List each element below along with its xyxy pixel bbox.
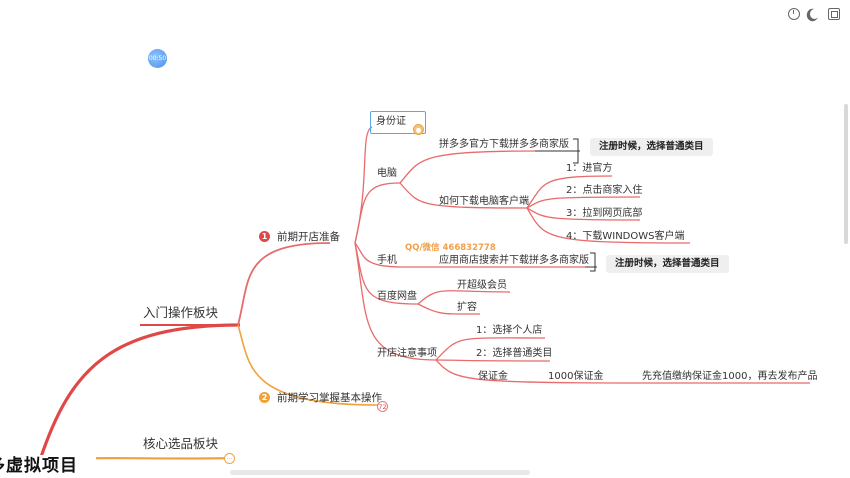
vertical-scrollbar[interactable] bbox=[844, 104, 848, 244]
collapse-learn-button[interactable]: 72 bbox=[377, 401, 388, 412]
note-register-1[interactable]: 注册时候，选择普通类目 bbox=[590, 138, 713, 156]
selected-node-frame bbox=[370, 111, 426, 134]
node-step4[interactable]: 4：下载WINDOWS客户端 bbox=[566, 231, 685, 242]
fullscreen-icon[interactable] bbox=[828, 8, 840, 20]
node-deposit-amount[interactable]: 1000保证金 bbox=[548, 371, 604, 382]
node-shop-notes[interactable]: 开店注意事项 bbox=[377, 348, 437, 359]
node-svip[interactable]: 开超级会员 bbox=[457, 280, 507, 291]
collapse-core-button[interactable]: ··· bbox=[224, 453, 235, 464]
node-computer[interactable]: 电脑 bbox=[377, 168, 397, 179]
watermark-text: QQ/微信 466832778 bbox=[405, 243, 496, 253]
node-step2[interactable]: 2：点击商家入住 bbox=[566, 185, 643, 196]
node-step1[interactable]: 1：进官方 bbox=[566, 163, 613, 174]
node-expand[interactable]: 扩容 bbox=[457, 302, 477, 313]
node-app-store[interactable]: 应用商店搜索并下载拼多多商家版 bbox=[439, 255, 589, 266]
node-phone[interactable]: 手机 bbox=[377, 255, 397, 266]
view-toolbar bbox=[788, 8, 840, 20]
horizontal-scrollbar[interactable] bbox=[230, 470, 530, 475]
node-deposit[interactable]: 保证金 bbox=[478, 371, 508, 382]
prep-number-badge: 1 bbox=[259, 231, 270, 242]
root-title[interactable]: 多虚拟项目 bbox=[0, 455, 96, 478]
node-prep[interactable]: 前期开店准备 bbox=[277, 231, 340, 243]
timer-badge[interactable]: 00:50 bbox=[148, 49, 167, 68]
timer-icon[interactable] bbox=[788, 8, 800, 20]
node-handle-icon[interactable]: ● bbox=[413, 124, 424, 135]
node-idcard[interactable]: 身份证 bbox=[376, 116, 406, 127]
node-choose-personal[interactable]: 1：选择个人店 bbox=[476, 325, 543, 336]
node-step3[interactable]: 3：拉到网页底部 bbox=[566, 208, 643, 219]
node-choose-category[interactable]: 2：选择普通类目 bbox=[476, 348, 553, 359]
node-learn[interactable]: 前期学习掌握基本操作 bbox=[277, 392, 382, 404]
node-deposit-note[interactable]: 先充值缴纳保证金1000，再去发布产品 bbox=[642, 371, 818, 382]
node-pdd-official[interactable]: 拼多多官方下载拼多多商家版 bbox=[439, 139, 569, 150]
node-baidu[interactable]: 百度网盘 bbox=[377, 291, 417, 302]
branch-core[interactable]: 核心选品板块 bbox=[143, 436, 219, 451]
moon-icon[interactable] bbox=[808, 8, 820, 20]
learn-number-badge: 2 bbox=[259, 392, 270, 403]
note-register-2[interactable]: 注册时候，选择普通类目 bbox=[606, 255, 729, 273]
branch-entry[interactable]: 入门操作板块 bbox=[143, 305, 219, 320]
node-how-download[interactable]: 如何下载电脑客户端 bbox=[439, 196, 529, 207]
